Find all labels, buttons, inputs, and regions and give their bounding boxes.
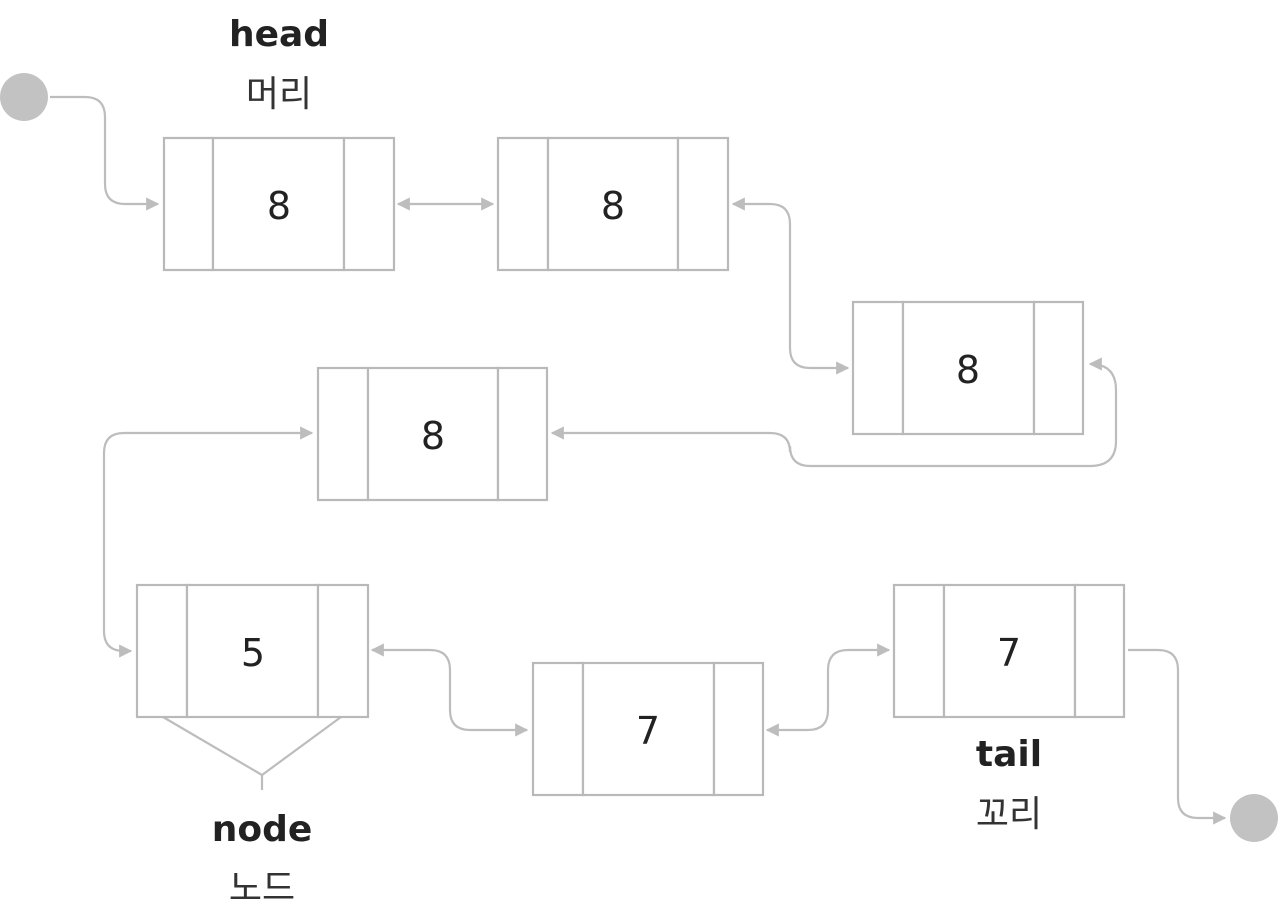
data-cell: [211, 136, 346, 272]
start-terminal: [0, 73, 48, 121]
head-label: head: [229, 14, 329, 55]
next-pointer-cell: [316, 583, 370, 719]
prev-pointer-cell: [892, 583, 946, 719]
data-cell: [581, 661, 716, 797]
edge-node2-node3: [731, 197, 850, 375]
prev-pointer-cell: [851, 300, 905, 436]
data-cell: [366, 366, 500, 502]
node-value: 8: [601, 184, 625, 228]
node-label: node: [212, 809, 313, 850]
prev-pointer-cell: [531, 661, 585, 797]
tail-label-korean: 꼬리: [976, 794, 1042, 835]
list-node: 8: [851, 300, 1085, 436]
node-brace: [162, 716, 342, 790]
node-value: 8: [421, 414, 445, 458]
prev-pointer-cell: [496, 136, 550, 272]
next-pointer-cell: [676, 136, 730, 272]
list-node: 8: [316, 366, 549, 502]
edge-node5-node6: [370, 643, 529, 737]
edge-tail-to-end: [1128, 648, 1227, 825]
list-node: 8: [162, 136, 396, 272]
data-cell: [901, 300, 1036, 436]
edge-node4-node5: [102, 426, 314, 658]
prev-pointer-cell: [316, 366, 370, 502]
node-value: 7: [997, 631, 1021, 675]
tail-label: tail: [976, 734, 1042, 775]
next-pointer-cell: [1073, 583, 1126, 719]
data-cell: [185, 583, 320, 719]
node-label-korean: 노드: [229, 868, 295, 909]
node-value: 8: [956, 348, 980, 392]
edge-node6-node7: [765, 643, 891, 737]
list-node: 7: [531, 661, 765, 797]
prev-pointer-cell: [135, 583, 189, 719]
edge-start-to-head: [50, 95, 160, 211]
list-node: 8: [496, 136, 730, 272]
next-pointer-cell: [712, 661, 765, 797]
list-node: 7: [892, 583, 1126, 719]
edge-node3-node4: [550, 357, 1118, 468]
next-pointer-cell: [1032, 300, 1085, 436]
head-label-korean: 머리: [246, 74, 312, 115]
node-value: 5: [241, 631, 265, 675]
data-cell: [546, 136, 680, 272]
list-node: 5: [135, 583, 370, 719]
next-pointer-cell: [342, 136, 396, 272]
node-value: 8: [267, 184, 291, 228]
node-value: 7: [636, 709, 660, 753]
end-terminal: [1230, 794, 1278, 842]
next-pointer-cell: [496, 366, 549, 502]
prev-pointer-cell: [162, 136, 215, 272]
